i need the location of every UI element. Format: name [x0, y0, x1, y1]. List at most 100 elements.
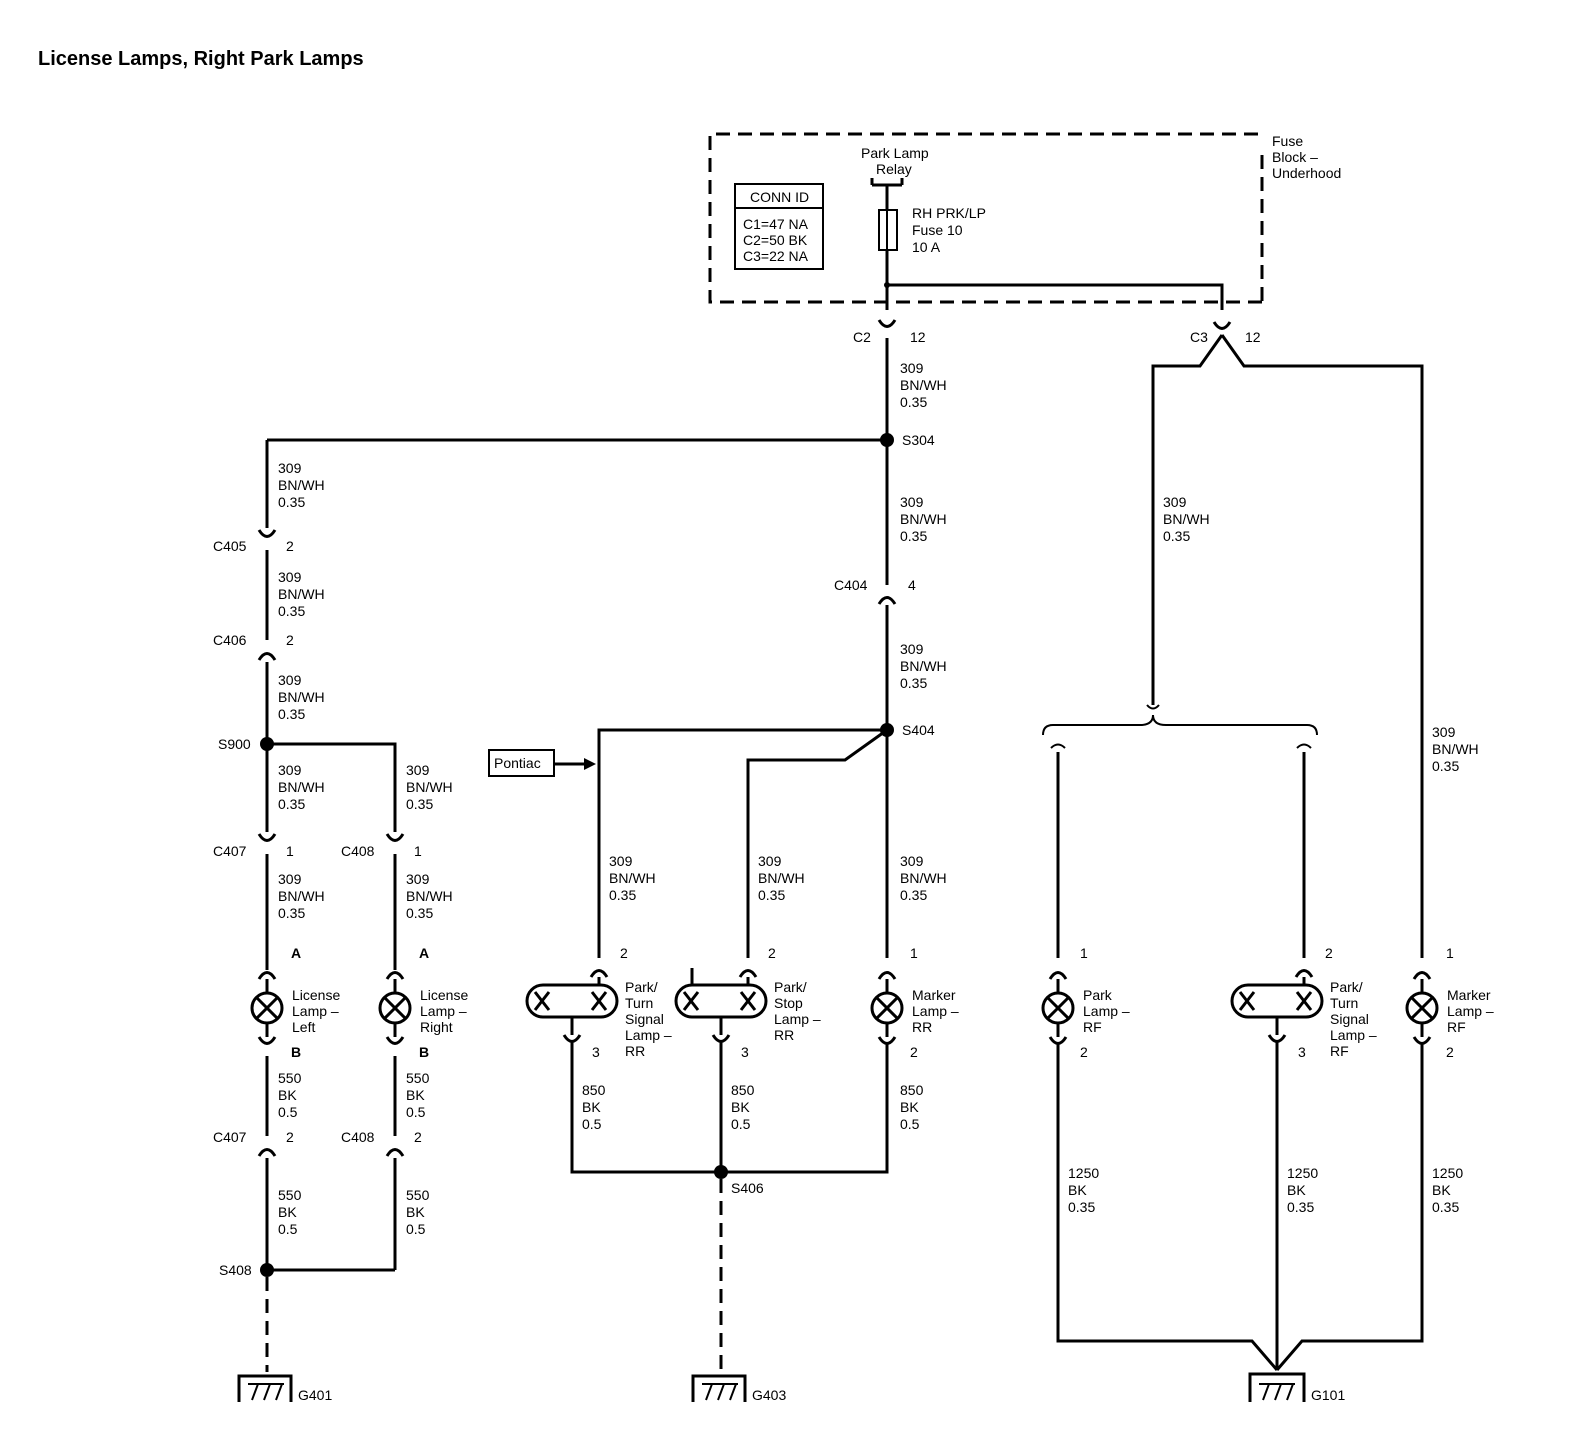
svg-text:0.35: 0.35	[278, 494, 305, 510]
fuse-label-1: RH PRK/LP	[912, 205, 986, 221]
conn-id-table: CONN ID C1=47 NA C2=50 BK C3=22 NA	[734, 183, 824, 270]
ground-g101: G101	[1248, 1372, 1345, 1403]
svg-text:Lamp –: Lamp –	[1330, 1027, 1377, 1043]
diagram-title: License Lamps, Right Park Lamps	[38, 48, 364, 70]
svg-text:Lamp –: Lamp –	[912, 1003, 959, 1019]
svg-text:309: 309	[278, 460, 302, 476]
wire-309-license-right	[267, 742, 397, 1270]
svg-text:309: 309	[900, 494, 924, 510]
park-turn-signal-lamp-rr: 2 3 Park/ Turn Signal Lamp – RR	[525, 945, 672, 1060]
ground-g403: G403	[691, 1374, 786, 1403]
svg-text:BN/WH: BN/WH	[406, 779, 453, 795]
svg-text:0.5: 0.5	[278, 1104, 298, 1120]
svg-text:1250: 1250	[1068, 1165, 1099, 1181]
svg-text:550: 550	[278, 1070, 302, 1086]
marker-lamp-rf: 1 2 Marker Lamp – RF	[1405, 945, 1494, 1060]
svg-text:309: 309	[278, 672, 302, 688]
relay-label-1: Park Lamp	[861, 145, 929, 161]
conn-id-row: C2=50 BK	[743, 232, 808, 248]
svg-text:0.5: 0.5	[278, 1221, 298, 1237]
svg-text:1250: 1250	[1432, 1165, 1463, 1181]
svg-text:Marker: Marker	[1447, 987, 1491, 1003]
wire-309-stop-rr	[746, 728, 888, 958]
connector-pin: 2	[286, 632, 294, 648]
rh-prk-lp-fuse: RH PRK/LP Fuse 10 10 A	[878, 205, 986, 255]
connector-c405: C405 2	[213, 528, 294, 554]
splice-label: S900	[218, 736, 251, 752]
wire-label-309: 309 BN/WH 0.35	[900, 494, 947, 544]
ground-label: G401	[298, 1387, 332, 1403]
svg-text:BK: BK	[1287, 1182, 1306, 1198]
svg-text:0.35: 0.35	[900, 394, 927, 410]
svg-text:850: 850	[900, 1082, 924, 1098]
svg-text:0.35: 0.35	[278, 706, 305, 722]
wire-label-309: 309 BN/WH 0.35	[278, 460, 325, 510]
pin-label: A	[419, 945, 429, 961]
park-stop-lamp-rr: 2 3 Park/ Stop Lamp – RR	[674, 945, 821, 1060]
svg-text:0.35: 0.35	[900, 887, 927, 903]
pin-label: B	[419, 1044, 429, 1060]
svg-text:Pontiac: Pontiac	[494, 755, 541, 771]
splice-label: S408	[219, 1262, 252, 1278]
fuse-block-label-1: Fuse	[1272, 133, 1303, 149]
svg-text:Turn: Turn	[625, 995, 653, 1011]
connector-id: C408	[341, 843, 375, 859]
pin-label: 2	[620, 945, 628, 961]
wire-label-309: 309 BN/WH 0.35	[900, 360, 947, 410]
connector-pin: 1	[414, 843, 422, 859]
connector-c408-2: C408 2	[341, 1129, 422, 1158]
wire-label-309: 309 BN/WH 0.35	[278, 762, 325, 812]
wire-label-309: 309 BN/WH 0.35	[900, 853, 947, 903]
svg-text:309: 309	[609, 853, 633, 869]
wire-label-309: 309 BN/WH 0.35	[278, 569, 325, 619]
svg-text:309: 309	[278, 762, 302, 778]
connector-pin: 2	[414, 1129, 422, 1145]
wire-label-1250: 1250 BK 0.35	[1432, 1165, 1463, 1215]
svg-text:0.35: 0.35	[278, 796, 305, 812]
svg-text:550: 550	[406, 1070, 430, 1086]
pontiac-option-label: Pontiac	[488, 749, 596, 777]
pin-label: 2	[1325, 945, 1333, 961]
pin-label: 3	[741, 1044, 749, 1060]
connector-pin: 2	[286, 1129, 294, 1145]
svg-text:RR: RR	[912, 1019, 932, 1035]
svg-text:850: 850	[582, 1082, 606, 1098]
wire-label-309: 309 BN/WH 0.35	[278, 672, 325, 722]
svg-text:309: 309	[278, 871, 302, 887]
pin-label: 1	[1080, 945, 1088, 961]
connector-c406: C406 2	[213, 632, 294, 662]
svg-text:Lamp –: Lamp –	[1447, 1003, 1494, 1019]
svg-text:0.5: 0.5	[406, 1221, 426, 1237]
svg-text:BK: BK	[1432, 1182, 1451, 1198]
svg-text:0.35: 0.35	[758, 887, 785, 903]
wire-label-309: 309 BN/WH 0.35	[406, 762, 453, 812]
svg-text:BK: BK	[582, 1099, 601, 1115]
wire-1250-marker-rf	[1275, 1042, 1424, 1371]
svg-text:BN/WH: BN/WH	[609, 870, 656, 886]
pin-label: 1	[910, 945, 918, 961]
license-lamp-right: A B License Lamp – Right	[378, 945, 468, 1060]
pin-label: 2	[768, 945, 776, 961]
connector-c408-1: C408 1	[341, 832, 422, 859]
splice-s406	[714, 1165, 728, 1179]
svg-text:0.35: 0.35	[406, 796, 433, 812]
svg-text:Right: Right	[420, 1019, 453, 1035]
svg-text:Lamp –: Lamp –	[774, 1011, 821, 1027]
connector-id: C408	[341, 1129, 375, 1145]
splice-label: S304	[902, 432, 935, 448]
svg-text:BN/WH: BN/WH	[278, 779, 325, 795]
svg-text:1250: 1250	[1287, 1165, 1318, 1181]
svg-text:Park: Park	[1083, 987, 1113, 1003]
fuse-block-label-3: Underhood	[1272, 165, 1341, 181]
svg-text:BK: BK	[406, 1087, 425, 1103]
svg-text:0.35: 0.35	[1432, 758, 1459, 774]
wire-label-309: 309 BN/WH 0.35	[278, 871, 325, 921]
svg-text:309: 309	[406, 871, 430, 887]
svg-text:Signal: Signal	[1330, 1011, 1369, 1027]
ground-label: G403	[752, 1387, 786, 1403]
svg-text:BK: BK	[731, 1099, 750, 1115]
svg-text:BN/WH: BN/WH	[278, 586, 325, 602]
connector-c407-1: C407 1	[213, 832, 294, 859]
svg-text:0.35: 0.35	[1163, 528, 1190, 544]
